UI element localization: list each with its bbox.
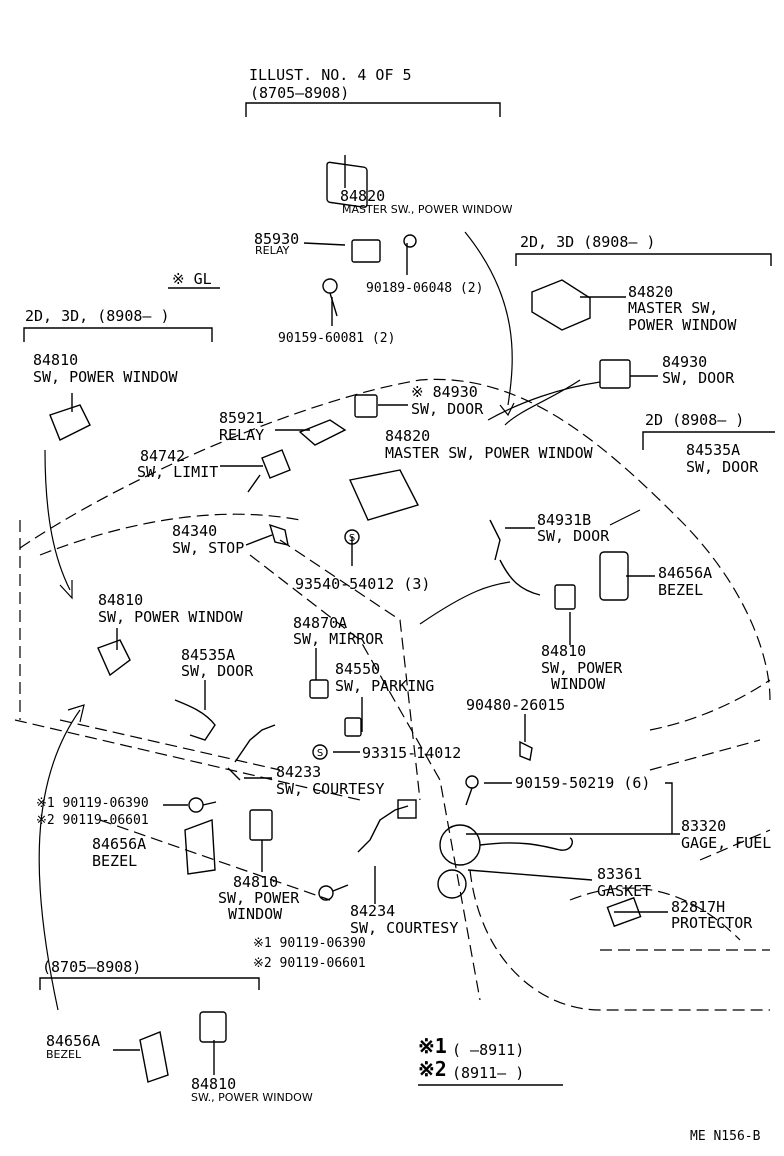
part-number: 84870A [293, 614, 348, 632]
part-number: 84535A [181, 646, 236, 664]
part-name: SW, MIRROR [293, 630, 384, 648]
part-number: 84810 [33, 351, 79, 369]
part-name: WINDOW [228, 905, 283, 923]
part-number: 84931B [537, 511, 592, 529]
part-name: SW, DOOR [686, 458, 759, 476]
part-number: 84810 [541, 642, 587, 660]
part-number: 84233 [276, 763, 322, 781]
group-label: 2D (8908– ) [645, 411, 745, 429]
part-number: 84820 [628, 283, 674, 301]
part-number: 85921 [219, 409, 265, 427]
part-name: GASKET [597, 882, 652, 900]
part-name: SW., POWER WINDOW [191, 1091, 313, 1104]
part-number: 84656A [46, 1032, 101, 1050]
part-name: SW, POWER WINDOW [33, 368, 178, 386]
part-number: 90159-50219 (6) [515, 774, 651, 792]
svg-text:S: S [317, 748, 323, 759]
part-number: ※ 84930 [411, 383, 478, 401]
part-name: SW, PARKING [335, 677, 435, 695]
part-number: 90480-26015 [466, 696, 566, 714]
screw-note: ※2 90119-06601 [253, 956, 366, 971]
part-number: 84656A [92, 835, 147, 853]
part-name: GAGE, FUEL [681, 834, 772, 852]
group-label: (8705–8908) [42, 958, 142, 976]
legend-mark: ※2 [418, 1057, 447, 1081]
group-label: 2D, 3D (8908– ) [520, 233, 656, 251]
part-number: 84535A [686, 441, 741, 459]
legend-text: (8911– ) [452, 1064, 525, 1082]
part-name: SW, DOOR [662, 369, 735, 387]
part-number: 84810 [98, 591, 144, 609]
svg-text:S: S [349, 533, 355, 544]
part-name: SW, COURTESY [276, 780, 385, 798]
part-name: SW, DOOR [181, 662, 254, 680]
part-name: SW, POWER [218, 889, 300, 907]
part-number: 84742 [140, 447, 186, 465]
illust-number: ILLUST. NO. 4 OF 5 [249, 66, 412, 84]
part-name: PROTECTOR [671, 914, 753, 932]
part-number: 84550 [335, 660, 381, 678]
part-number: 90159-60081 (2) [278, 331, 396, 346]
gl-note: ※ GL [172, 270, 212, 288]
part-name: SW, POWER [541, 659, 623, 677]
part-name: BEZEL [658, 581, 704, 599]
part-name: BEZEL [92, 852, 138, 870]
screw-note: ※2 90119-06601 [36, 813, 149, 828]
part-name: MASTER SW, [628, 299, 719, 317]
part-number: 93315-14012 [362, 744, 462, 762]
part-number: 93540-54012 (3) [295, 575, 431, 593]
part-number: 82817H [671, 898, 726, 916]
part-name: RELAY [219, 426, 265, 444]
group-label: 2D, 3D, (8908– ) [25, 307, 170, 325]
part-name: BEZEL [46, 1048, 82, 1061]
part-number: 84820 [340, 187, 386, 205]
part-number: 83361 [597, 865, 643, 883]
part-name: WINDOW [551, 675, 606, 693]
part-number: 84930 [662, 353, 708, 371]
part-number: 84810 [233, 873, 279, 891]
part-name: SW, COURTESY [350, 919, 459, 937]
part-number: 84234 [350, 902, 396, 920]
illust-range: (8705–8908) [250, 84, 350, 102]
drawing-code: ME N156-B [690, 1129, 761, 1144]
part-name: MASTER SW, POWER WINDOW [385, 444, 593, 462]
part-name: SW, POWER WINDOW [98, 608, 243, 626]
legend-mark: ※1 [418, 1034, 447, 1058]
part-name: SW, DOOR [537, 527, 610, 545]
part-name: SW, DOOR [411, 400, 484, 418]
part-name: RELAY [255, 244, 290, 257]
part-number: 84656A [658, 564, 713, 582]
screw-note: ※1 90119-06390 [253, 936, 366, 951]
part-number: 90189-06048 (2) [366, 281, 484, 296]
part-number: 84820 [385, 427, 431, 445]
part-number: 83320 [681, 817, 727, 835]
part-name: SW, LIMIT [137, 463, 219, 481]
part-number: 84810 [191, 1075, 237, 1093]
screw-note: ※1 90119-06390 [36, 796, 149, 811]
part-number: 85930 [254, 230, 300, 248]
part-name: POWER WINDOW [628, 316, 737, 334]
part-name: MASTER SW., POWER WINDOW [342, 203, 513, 216]
legend-text: ( –8911) [452, 1041, 525, 1059]
part-name: SW, STOP [172, 539, 245, 557]
part-number: 84340 [172, 522, 218, 540]
